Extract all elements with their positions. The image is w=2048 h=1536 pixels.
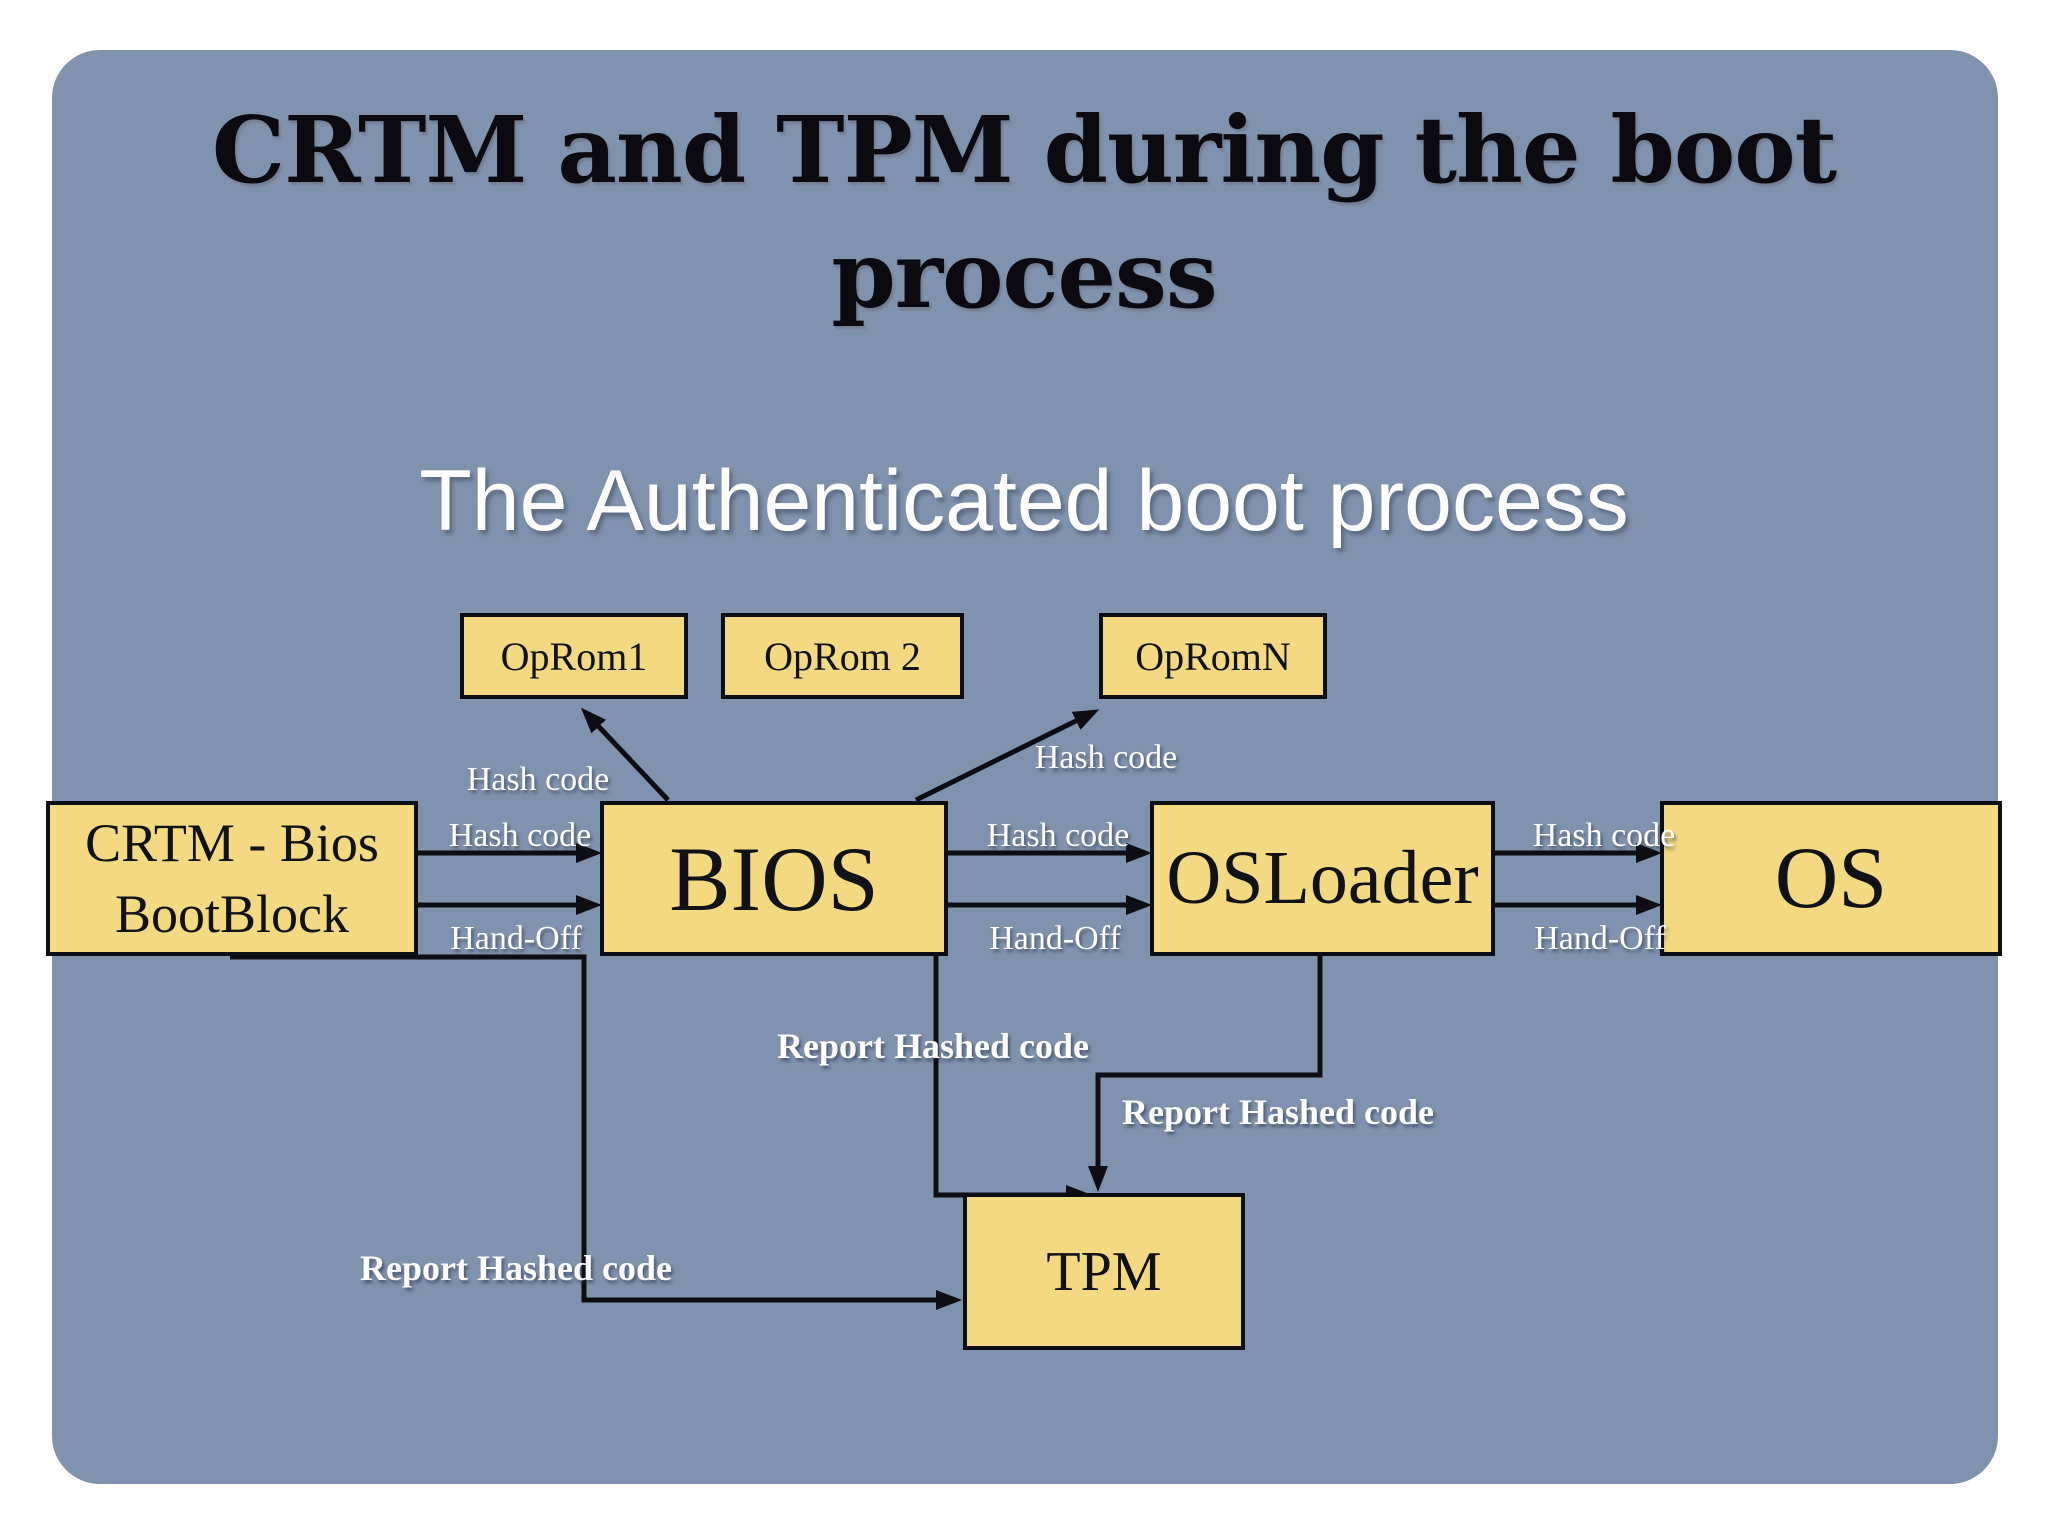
- edge-label-bios-osloader-handoff: Hand-Off: [989, 920, 1121, 957]
- slide-title: CRTM and TPM during the boot process: [0, 88, 2048, 338]
- slide-subtitle: The Authenticated boot process: [419, 453, 1629, 549]
- edge-label-osloader-os-handoff: Hand-Off: [1534, 920, 1666, 957]
- edge-label-crtm-bios-hash: Hash code: [448, 817, 592, 854]
- node-opromn: OpRomN: [1099, 613, 1327, 699]
- node-crtm-label-line2: BootBlock: [114, 883, 349, 944]
- edge-label-bios-oprom1-hash: Hash code: [466, 761, 610, 798]
- slide-title-line2: process: [831, 221, 1217, 330]
- slide-title-line1: CRTM and TPM during the boot: [211, 96, 1837, 204]
- node-oprom1-label: OpRom1: [500, 633, 648, 679]
- edge-label-crtm-bios-handoff: Hand-Off: [450, 920, 582, 957]
- node-bios: BIOS: [600, 801, 948, 956]
- node-oprom1: OpRom1: [460, 613, 688, 699]
- node-os-label: OS: [1774, 830, 1888, 927]
- node-osloader-label: OSLoader: [1166, 836, 1479, 920]
- node-crtm: CRTM - Bios BootBlock: [46, 801, 418, 956]
- node-osloader: OSLoader: [1150, 801, 1495, 956]
- node-os: OS: [1660, 801, 2002, 956]
- edge-label-bios-opromn-hash: Hash code: [1034, 739, 1178, 776]
- edge-label-bios-osloader-hash: Hash code: [986, 817, 1130, 854]
- edge-label-osloader-os-hash: Hash code: [1532, 817, 1676, 854]
- edge-label-crtm-tpm-report: Report Hashed code: [360, 1248, 672, 1288]
- node-crtm-label-line1: CRTM - Bios: [85, 813, 379, 874]
- edge-label-osloader-tpm-report: Report Hashed code: [1122, 1092, 1434, 1132]
- node-tpm-label: TPM: [1046, 1240, 1162, 1303]
- edge-label-bios-tpm-report: Report Hashed code: [777, 1026, 1089, 1066]
- node-tpm: TPM: [963, 1193, 1245, 1350]
- node-bios-label: BIOS: [669, 827, 879, 930]
- node-oprom2: OpRom 2: [721, 613, 964, 699]
- node-oprom2-label: OpRom 2: [764, 633, 921, 679]
- node-opromn-label: OpRomN: [1135, 633, 1291, 679]
